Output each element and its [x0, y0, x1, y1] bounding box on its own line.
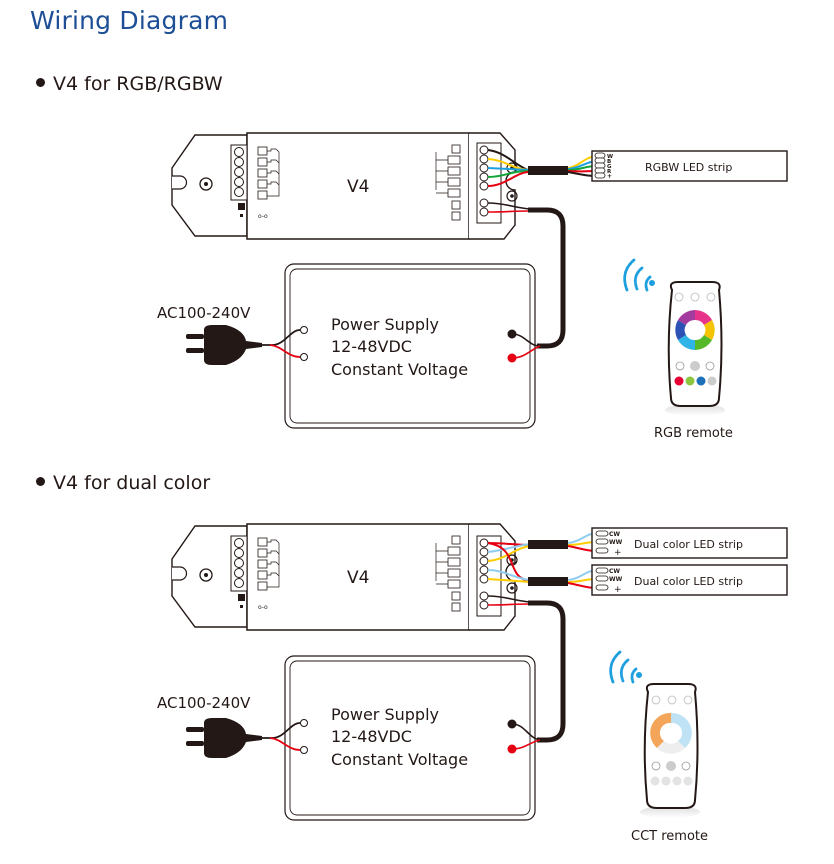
controller-model-label: V4 [347, 177, 369, 197]
strip-pin-label: + [607, 173, 612, 180]
strip-label: RGBW LED strip [645, 161, 732, 174]
svg-text:o-o: o-o [258, 604, 268, 611]
ac-input-label: AC100-240V [157, 694, 251, 712]
section-heading-text: V4 for RGB/RGBW [53, 73, 223, 95]
power-supply-type: Constant Voltage [331, 750, 468, 769]
cable-sleeve [528, 577, 568, 586]
power-supply: Power Supply 12-48VDC Constant Voltage [284, 655, 541, 821]
strip-pin-label: R [607, 169, 612, 175]
page-title: Wiring Diagram [30, 6, 229, 35]
section-heading-rgb: V4 for RGB/RGBW [36, 73, 223, 95]
rgb-remote [665, 281, 725, 416]
strip-pin-label: B [607, 159, 611, 165]
power-supply-type: Constant Voltage [331, 360, 468, 379]
power-supply: Power Supply 12-48VDC Constant Voltage [284, 263, 541, 429]
ac-input-label: AC100-240V [157, 304, 251, 322]
cable-sleeve [528, 166, 568, 175]
strip-pin-label: CW [609, 531, 620, 538]
strip-pin-label: + [614, 585, 622, 595]
cct-remote [640, 683, 700, 818]
strip-pin-label: + [614, 548, 622, 558]
strip-label: Dual color LED strip [634, 538, 743, 551]
match-button-icon [238, 594, 245, 601]
strip-pin-label: G [607, 164, 612, 170]
color-wheel-icon [675, 310, 715, 350]
section-heading-text: V4 for dual color [53, 472, 211, 494]
section-heading-dual: V4 for dual color [36, 472, 210, 494]
ac-plug-icon: AC100-240V [157, 694, 301, 758]
cct-wheel-icon [650, 712, 692, 754]
diagram-dual-color: o-o V4 [157, 523, 788, 844]
strip-label: Dual color LED strip [634, 575, 743, 588]
bullet-icon [36, 78, 45, 87]
diagram-rgb: o-o V4 [157, 132, 788, 441]
dc-cable [528, 207, 566, 349]
mount-hole-icon [199, 177, 213, 191]
mount-hole-icon [199, 568, 213, 582]
controller-model-label: V4 [347, 568, 369, 588]
svg-text:o-o: o-o [258, 213, 268, 220]
dual-color-led-strip: CW WW + Dual color LED strip [591, 564, 788, 596]
output-wires [487, 542, 531, 583]
cable-sleeve [528, 540, 568, 549]
v4-controller: o-o V4 [171, 132, 518, 240]
strip-pin-label: WW [609, 539, 623, 546]
match-button-icon [238, 203, 245, 210]
wireless-signal-icon [623, 258, 652, 292]
wireless-signal-icon [609, 650, 638, 684]
rgbw-led-strip: W B G R + RGBW LED strip [591, 150, 788, 182]
power-supply-label: Power Supply [331, 705, 439, 724]
power-supply-voltage: 12-48VDC [331, 337, 412, 356]
power-supply-label: Power Supply [331, 315, 439, 334]
remote-label: RGB remote [654, 426, 733, 441]
remote-label: CCT remote [631, 829, 708, 844]
strip-pin-label: W [607, 154, 613, 160]
dual-color-led-strip: CW WW + Dual color LED strip [591, 527, 788, 559]
output-wires [487, 149, 529, 187]
strip-pin-label: WW [609, 576, 623, 583]
bullet-icon [36, 477, 45, 486]
dc-cable [528, 600, 566, 743]
strip-pin-label: CW [609, 568, 620, 575]
v4-controller: o-o V4 [171, 523, 518, 631]
ac-plug-icon: AC100-240V [157, 304, 301, 365]
power-supply-voltage: 12-48VDC [331, 727, 412, 746]
